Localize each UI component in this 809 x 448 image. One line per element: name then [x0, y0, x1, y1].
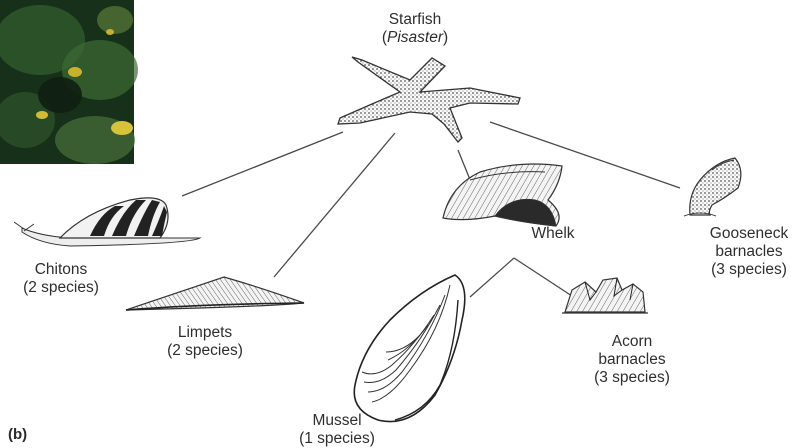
chitons-label: Chitons (2 species) [6, 261, 116, 297]
starfish-genus: (Pisaster) [360, 29, 470, 47]
mussel-illustration [354, 275, 465, 422]
whelk-illustration [443, 164, 562, 226]
panel-letter: (b) [8, 426, 27, 443]
link-starfish-chitons [182, 132, 343, 196]
link-whelk-mussel [470, 258, 514, 297]
chiton-illustration [14, 198, 200, 246]
link-whelk-acorn [514, 258, 572, 296]
link-starfish-limpets [274, 133, 395, 277]
starfish-label: Starfish (Pisaster) [360, 11, 470, 47]
starfish-illustration [338, 57, 520, 142]
tidepool-photo [0, 0, 138, 164]
gooseneck-barnacles-label: Gooseneck barnacles (3 species) [690, 225, 808, 279]
starfish-name: Starfish [360, 11, 470, 29]
mussel-label: Mussel (1 species) [282, 412, 392, 448]
acorn-barnacles-label: Acorn barnacles (3 species) [572, 333, 692, 387]
whelk-label: Whelk [523, 225, 583, 243]
gooseneck-barnacle-illustration [684, 158, 741, 216]
acorn-barnacles-illustration [562, 278, 648, 313]
limpet-illustration [126, 277, 304, 310]
food-web-links [182, 122, 680, 297]
limpets-label: Limpets (2 species) [150, 324, 260, 360]
